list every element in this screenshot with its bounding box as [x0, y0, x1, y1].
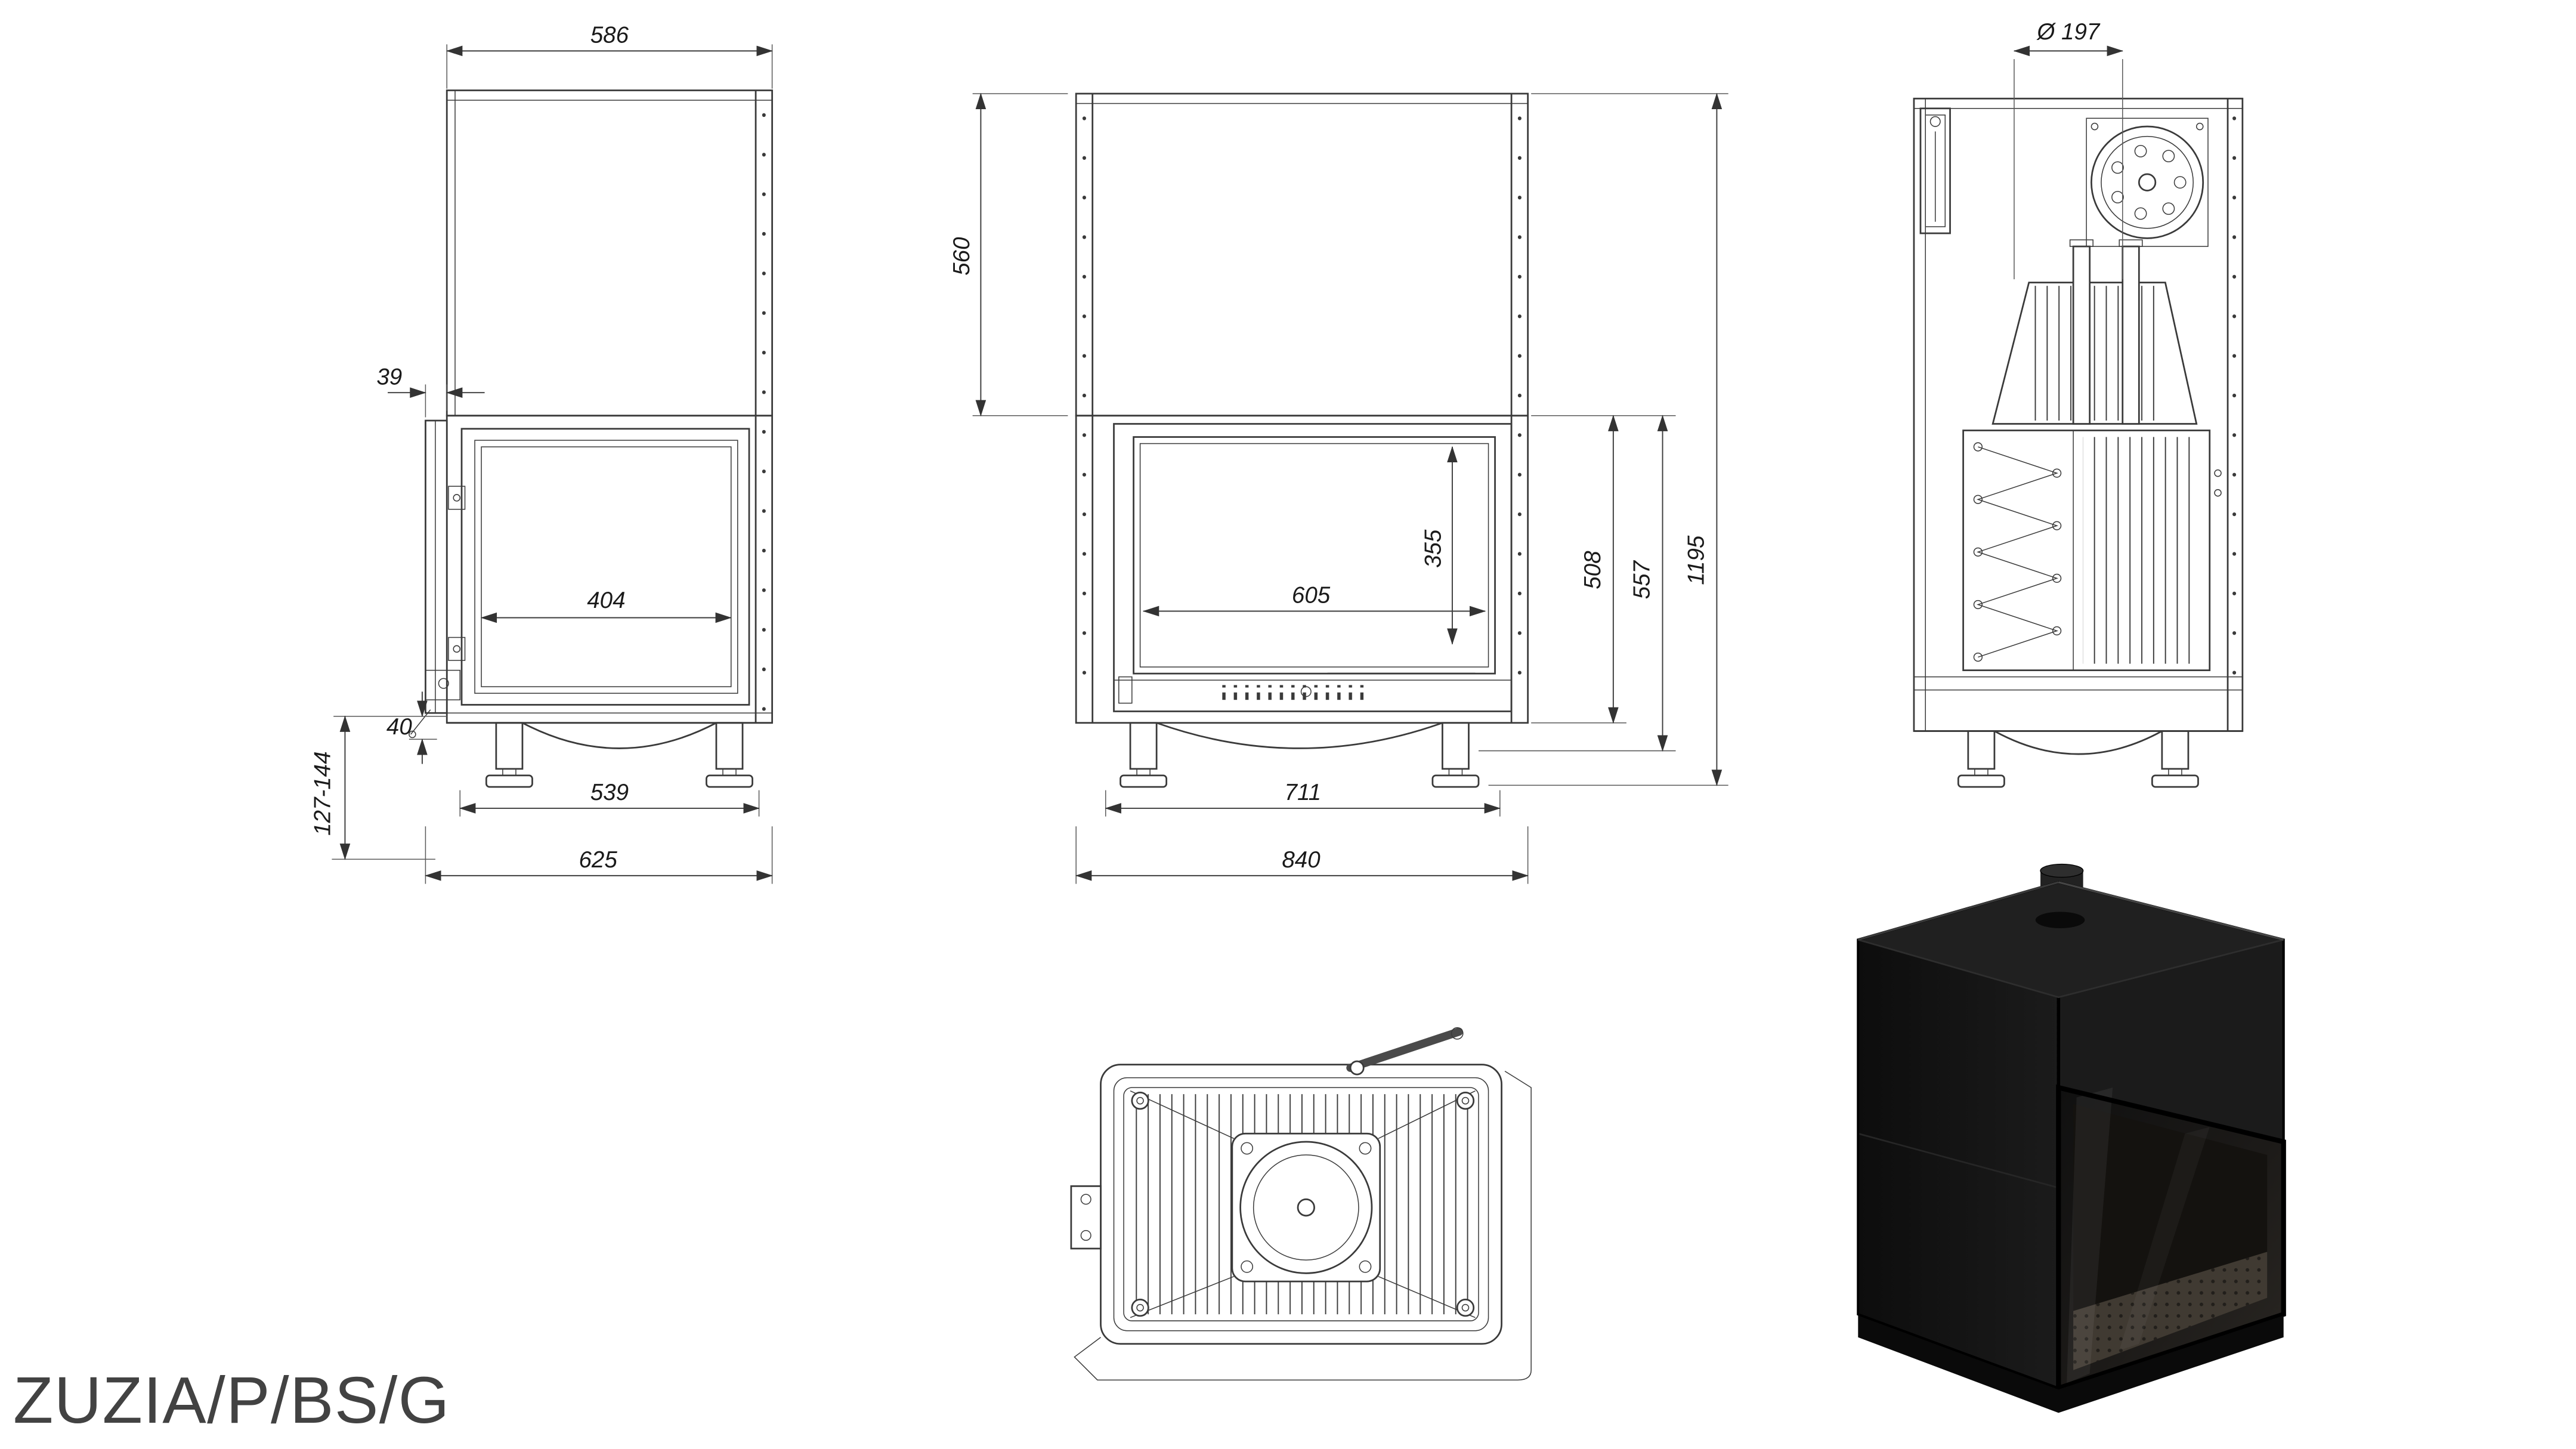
control-lever	[1346, 1027, 1464, 1076]
side-view-part	[409, 89, 773, 788]
front-view-dimensions: 560 605 355 508 557 1195 711	[949, 92, 1728, 884]
top-view	[1070, 1027, 1532, 1381]
dim-flue-diameter: Ø 197	[2036, 19, 2101, 45]
dim-front-hood-height: 560	[949, 237, 975, 276]
rear-view-dimensions: Ø 197	[2013, 19, 2124, 280]
dim-side-top-width: 586	[590, 23, 629, 48]
dim-side-total-depth: 625	[579, 847, 617, 873]
dim-side-base-gap: 40	[386, 714, 412, 740]
product-title: ZUZIA/P/BS/G	[13, 1364, 450, 1437]
render-3d	[1857, 863, 2286, 1413]
dim-front-total-width: 840	[1282, 847, 1321, 873]
dim-side-base-depth: 539	[590, 780, 629, 805]
dim-front-glass-height: 355	[1421, 529, 1446, 568]
side-view-dimensions: 586 39 404 40 127-144 539	[310, 23, 773, 884]
front-view-part	[1075, 92, 1529, 788]
side-view: 586 39 404 40 127-144 539	[310, 23, 773, 884]
rear-view-part	[1913, 97, 2244, 788]
dim-front-glass-width: 605	[1292, 583, 1331, 608]
dim-front-firebox-height: 508	[1580, 551, 1606, 589]
dim-front-base-width: 711	[1285, 780, 1321, 805]
dim-side-glass-width: 404	[587, 588, 625, 613]
dim-side-leg-range: 127-144	[310, 751, 336, 835]
dim-front-total-height: 1195	[1683, 535, 1709, 585]
dim-side-front-offset: 39	[376, 364, 402, 390]
dim-front-body-height: 557	[1629, 560, 1655, 599]
front-view: 560 605 355 508 557 1195 711	[949, 92, 1728, 884]
rear-view: Ø 197	[1913, 19, 2244, 788]
